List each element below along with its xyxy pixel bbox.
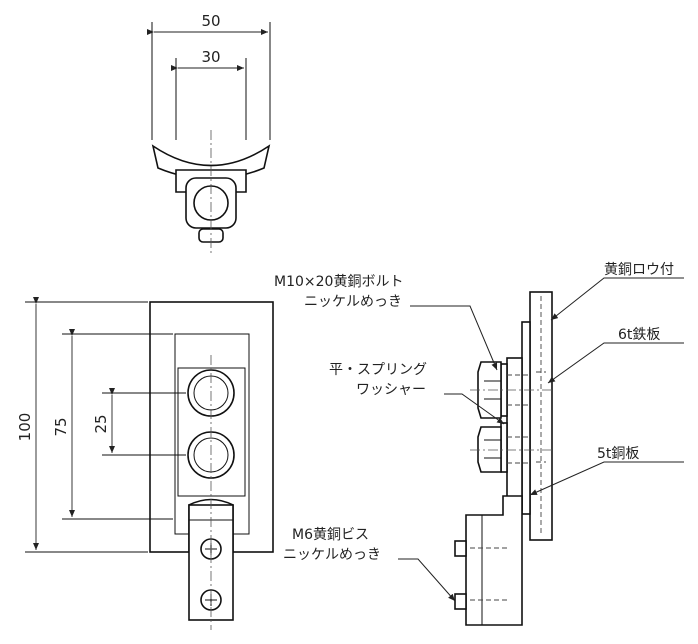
leader-lines	[398, 277, 684, 602]
dim-25-label: 25	[92, 414, 110, 433]
dim-50-label: 50	[201, 12, 220, 30]
front-view	[149, 301, 274, 630]
dim-30-label: 30	[201, 48, 220, 66]
label-bolt-line2: ニッケルめっき	[304, 294, 402, 310]
top-view	[151, 130, 271, 254]
dim-100-label: 100	[16, 413, 34, 442]
label-screw-line2: ニッケルめっき	[283, 547, 381, 563]
dim-75-label: 75	[52, 417, 70, 436]
label-washer-line2: ワッシャー	[356, 382, 426, 398]
front-dimensions: 100 75 25	[16, 297, 186, 553]
label-washer-line1: 平・スプリング	[329, 362, 427, 378]
side-view	[454, 291, 553, 626]
label-copper-plate: 5t銅板	[597, 446, 639, 462]
top-dimensions: 50 30	[147, 12, 271, 140]
callout-labels: 黄銅ロウ付 6t鉄板 M10×20黄銅ボルト ニッケルめっき 平・スプリング ワ…	[274, 261, 674, 563]
label-steel-plate: 6t鉄板	[618, 327, 660, 343]
label-brass-brazed: 黄銅ロウ付	[604, 261, 674, 278]
label-screw-line1: M6黄銅ビス	[292, 526, 369, 543]
label-bolt-line1: M10×20黄銅ボルト	[274, 273, 403, 290]
